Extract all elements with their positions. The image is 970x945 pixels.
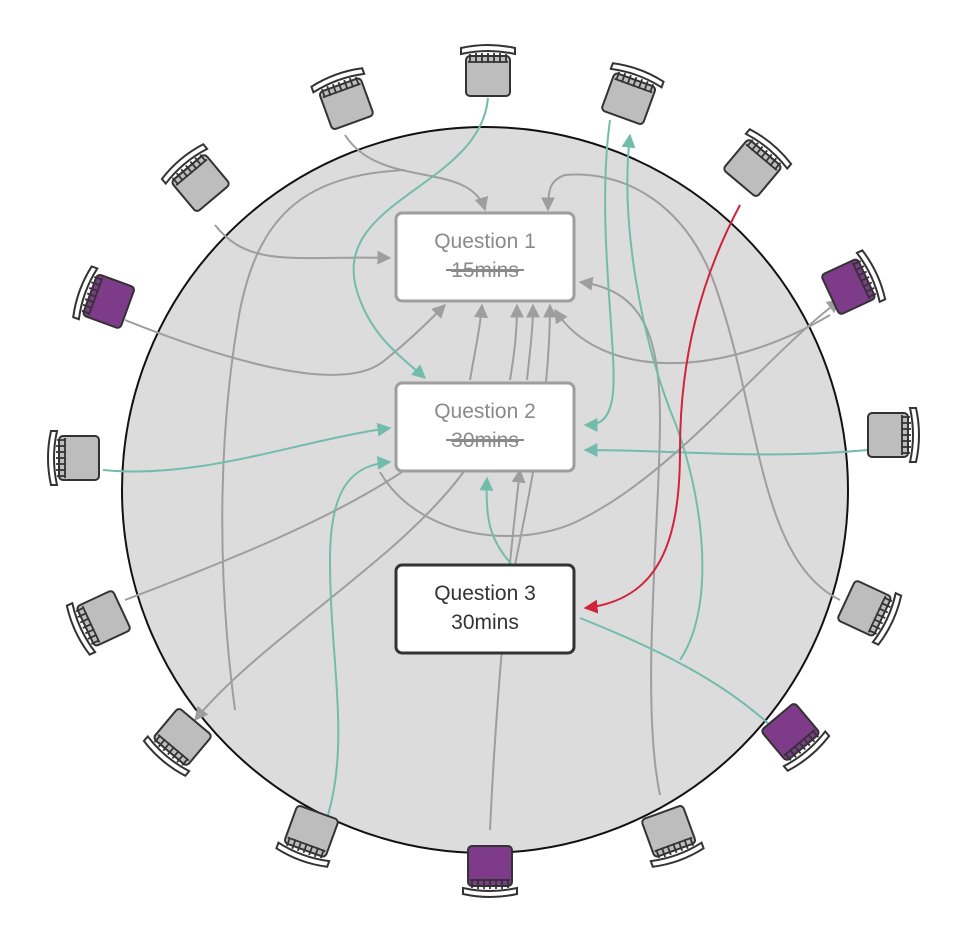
arrow-red xyxy=(583,204,741,614)
chair-11 xyxy=(837,580,903,646)
question-3-title: Question 3 xyxy=(434,582,536,605)
chair-13 xyxy=(821,249,887,315)
arrow-gray xyxy=(379,299,842,537)
arrow-gray xyxy=(554,308,831,365)
arrow-gray xyxy=(541,173,841,601)
chair-5 xyxy=(47,430,100,486)
arrow-teal xyxy=(352,97,489,379)
chair-14 xyxy=(723,128,793,197)
chair-8 xyxy=(275,805,339,868)
question-2-box: Question 2 30mins xyxy=(394,381,576,473)
chair-10 xyxy=(641,805,705,868)
question-2-title: Question 2 xyxy=(434,400,536,423)
chair-4 xyxy=(72,265,135,329)
arrow-teal xyxy=(479,476,513,566)
arrow-gray xyxy=(124,469,406,601)
arrow-gray xyxy=(124,304,446,376)
arrow-gray xyxy=(509,303,524,381)
arrow-teal xyxy=(583,443,869,458)
chair-12 xyxy=(867,407,920,463)
arrow-teal xyxy=(621,133,704,661)
question-1-box: Question 1 15mins xyxy=(394,211,576,303)
chair-7 xyxy=(142,708,212,777)
arrow-teal xyxy=(583,119,615,432)
arrow-gray xyxy=(221,169,406,711)
question-3-box: Question 3 30mins xyxy=(394,563,576,655)
arrow-teal xyxy=(579,617,771,726)
chair-3 xyxy=(160,143,230,212)
arrow-gray xyxy=(469,303,488,381)
arrow-gray xyxy=(344,134,489,212)
arrow-teal xyxy=(327,455,392,816)
arrow-gray xyxy=(194,469,466,722)
chair-2 xyxy=(310,67,374,130)
question-1-title: Question 1 xyxy=(434,230,536,253)
chair-6 xyxy=(65,590,131,656)
question-3-time: 30mins xyxy=(451,611,519,634)
arrow-gray xyxy=(525,303,540,381)
chair-1 xyxy=(460,44,516,97)
chair-15 xyxy=(601,62,665,125)
chair-16 xyxy=(761,703,831,772)
arrow-teal xyxy=(102,422,392,473)
chair-9 xyxy=(462,845,518,898)
arrow-gray xyxy=(214,224,392,265)
arrow-gray xyxy=(489,468,526,831)
